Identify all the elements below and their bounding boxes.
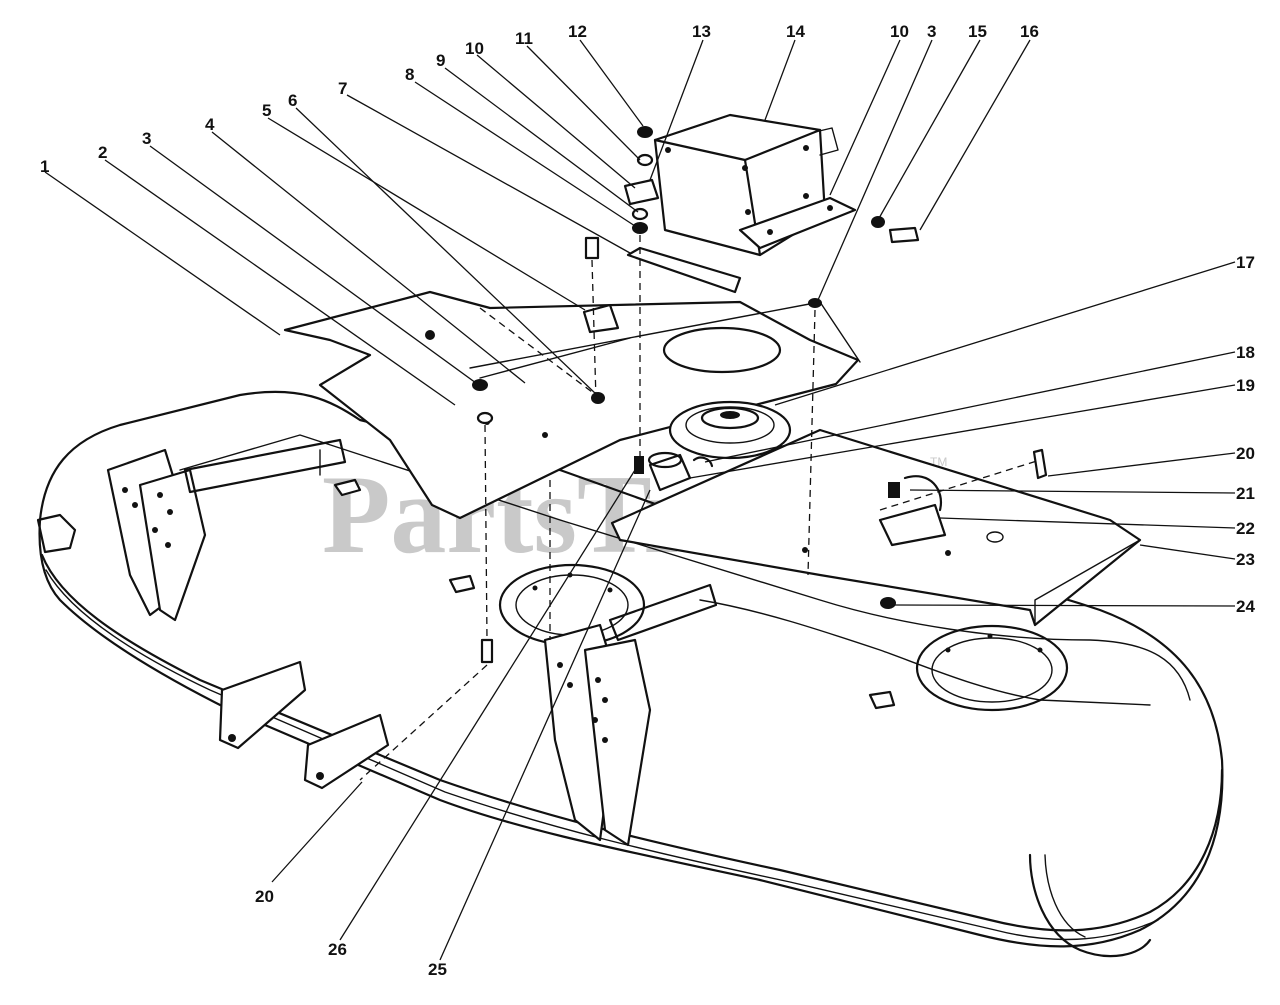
callout-23: 23 (1236, 550, 1255, 569)
callout-labels: 1 2 3 4 5 6 7 8 9 10 11 12 13 14 10 3 15… (40, 22, 1255, 979)
callout-9: 9 (436, 51, 445, 70)
callout-10-right: 10 (890, 22, 909, 41)
callout-11: 11 (515, 29, 533, 48)
callout-21: 21 (1236, 484, 1255, 503)
leader-lines (44, 39, 1236, 961)
callout-20-right: 20 (1236, 444, 1255, 463)
callout-20-left: 20 (255, 887, 274, 906)
mower-deck-shell (36, 390, 1224, 958)
callout-25: 25 (428, 960, 447, 979)
callout-10: 10 (465, 39, 484, 58)
callout-8: 8 (405, 65, 414, 84)
callout-12: 12 (568, 22, 587, 41)
hardware (472, 126, 1048, 664)
callout-22: 22 (1236, 519, 1255, 538)
callout-7: 7 (338, 79, 347, 98)
callout-1: 1 (40, 157, 49, 176)
callout-18: 18 (1236, 343, 1255, 362)
callout-6: 6 (288, 91, 297, 110)
spacer-knob (647, 451, 714, 492)
callout-15: 15 (968, 22, 987, 41)
callout-17: 17 (1236, 253, 1255, 272)
gearbox (653, 113, 857, 257)
pulley (668, 400, 792, 460)
callout-13: 13 (692, 22, 711, 41)
callout-3: 3 (142, 129, 151, 148)
callout-24: 24 (1236, 597, 1255, 616)
callout-16: 16 (1020, 22, 1039, 41)
callout-2: 2 (98, 143, 107, 162)
assembly-lines (359, 235, 1041, 781)
idler-plate (610, 428, 1142, 627)
callout-14: 14 (786, 22, 805, 41)
callout-26: 26 (328, 940, 347, 959)
callout-3-right: 3 (927, 22, 936, 41)
callout-5: 5 (262, 101, 271, 120)
callout-19: 19 (1236, 376, 1255, 395)
callout-4: 4 (205, 115, 215, 134)
